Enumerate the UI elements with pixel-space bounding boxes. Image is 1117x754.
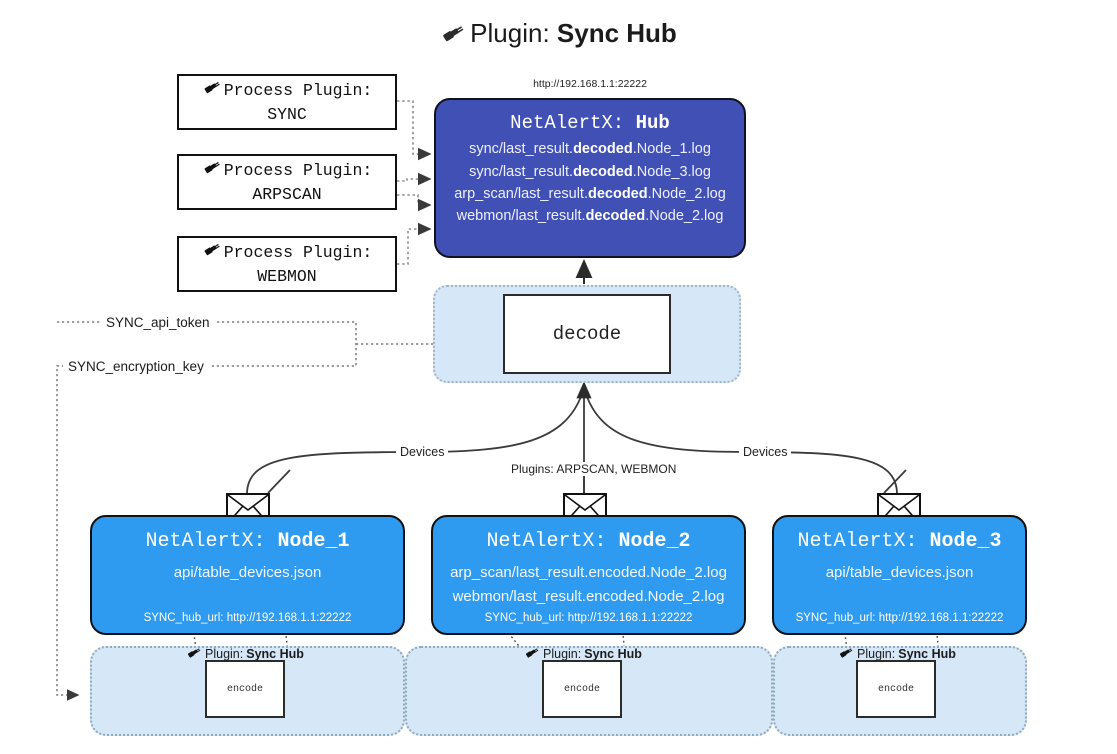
decode-box[interactable]: decode: [503, 294, 671, 374]
encode-box-node-3[interactable]: encode: [856, 660, 936, 718]
node-artifact-row: api/table_devices.json: [825, 564, 974, 581]
process-plugin-box-webmon[interactable]: Process Plugin: WEBMON: [177, 236, 397, 292]
process-plugin-name: SYNC: [267, 104, 307, 124]
node-hub-url: SYNC_hub_url: http://192.168.1.1:22222: [143, 612, 352, 624]
hub-node[interactable]: NetAlertX: Hub sync/last_result.decoded.…: [434, 98, 746, 258]
plug-icon: [838, 645, 854, 663]
plugin-caption-node-2: Plugin:Sync Hub: [524, 645, 642, 663]
hub-log-row: sync/last_result.decoded.Node_1.log: [469, 141, 711, 157]
process-plugin-label: Process Plugin:: [223, 160, 373, 180]
plugins-label-center: Plugins: ARPSCAN, WEBMON: [507, 462, 681, 476]
node-box-node-1[interactable]: NetAlertX: Node_1 api/table_devices.json…: [90, 515, 405, 635]
node-title: NetAlertX: Node_1: [145, 530, 350, 553]
encode-box-node-1[interactable]: encode: [205, 660, 285, 718]
node-artifact-row: arp_scan/last_result.encoded.Node_2.log: [450, 564, 727, 581]
page-title-prefix: Plugin:: [470, 18, 550, 48]
plug-icon: [440, 21, 466, 52]
process-plugin-name: ARPSCAN: [252, 184, 322, 204]
node-artifact-row: webmon/last_result.encoded.Node_2.log: [452, 588, 725, 605]
node-hub-url: SYNC_hub_url: http://192.168.1.1:22222: [484, 612, 693, 624]
hub-title: NetAlertX: Hub: [436, 112, 744, 134]
plug-icon: [524, 645, 540, 663]
plug-icon: [186, 645, 202, 663]
hub-log-row: webmon/last_result.decoded.Node_2.log: [456, 208, 724, 224]
node-title: NetAlertX: Node_3: [797, 530, 1002, 553]
plug-icon: [202, 158, 222, 183]
devices-label-right: Devices: [739, 445, 792, 459]
page-title: Plugin: Sync Hub: [0, 18, 1117, 52]
node-box-node-2[interactable]: NetAlertX: Node_2 arp_scan/last_result.e…: [431, 515, 746, 635]
plug-icon: [202, 240, 222, 265]
node-box-node-3[interactable]: NetAlertX: Node_3 api/table_devices.json…: [772, 515, 1027, 635]
hub-title-prefix: NetAlertX:: [510, 112, 625, 134]
process-plugin-label: Process Plugin:: [223, 80, 373, 100]
node-title: NetAlertX: Node_2: [486, 530, 691, 553]
plugin-caption-node-3: Plugin:Sync Hub: [838, 645, 956, 663]
process-plugin-name: WEBMON: [257, 266, 317, 286]
devices-label-left: Devices: [396, 445, 449, 459]
hub-url-label: http://192.168.1.1:22222: [533, 78, 647, 90]
page-title-name: Sync Hub: [556, 18, 677, 48]
hub-log-row: arp_scan/last_result.decoded.Node_2.log: [454, 186, 726, 202]
hub-log-row: sync/last_result.decoded.Node_3.log: [469, 164, 711, 180]
sync-api-token-label: SYNC_api_token: [101, 315, 215, 330]
sync-encryption-key-label: SYNC_encryption_key: [63, 359, 209, 374]
node-hub-url: SYNC_hub_url: http://192.168.1.1:22222: [795, 612, 1004, 624]
process-plugin-label: Process Plugin:: [223, 242, 373, 262]
process-plugin-box-arpscan[interactable]: Process Plugin: ARPSCAN: [177, 154, 397, 210]
node-artifact-row: api/table_devices.json: [173, 564, 322, 581]
process-plugin-box-sync[interactable]: Process Plugin: SYNC: [177, 74, 397, 130]
plugin-caption-node-1: Plugin:Sync Hub: [186, 645, 304, 663]
hub-title-name: Hub: [635, 112, 670, 134]
plug-icon: [202, 78, 222, 103]
encode-box-node-2[interactable]: encode: [542, 660, 622, 718]
